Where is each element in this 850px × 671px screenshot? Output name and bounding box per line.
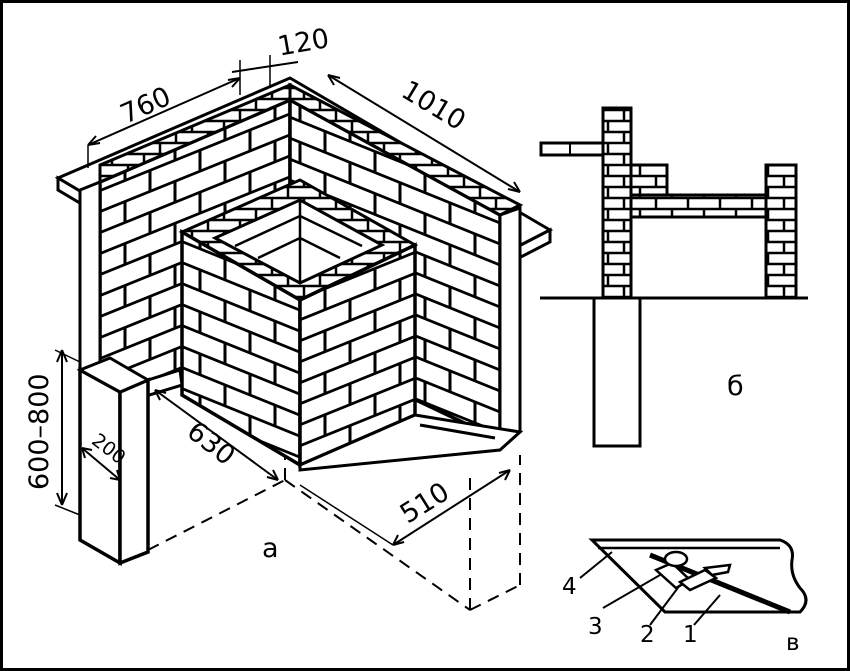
- section-right-column: [764, 163, 798, 300]
- callout-1: 1: [683, 622, 698, 648]
- dim-630: [154, 389, 279, 481]
- dim-600-800: [54, 349, 81, 516]
- dim-1010: [327, 74, 521, 193]
- panel-label-a: а: [262, 533, 279, 564]
- hidden-foundation-lines: [147, 455, 521, 611]
- callout-4: 4: [562, 574, 577, 600]
- callout-3: 3: [588, 614, 603, 640]
- panel-a-brick-corner: 760 120 1010 630 510: [24, 23, 554, 611]
- section-left-column: [601, 106, 633, 300]
- panel-b-section: б: [539, 106, 808, 448]
- dim-600-800-label: 600–800: [24, 373, 55, 490]
- callout-2: 2: [640, 622, 655, 648]
- dim-760: [87, 77, 241, 168]
- panel-label-v: в: [786, 630, 800, 656]
- section-foundation: [592, 296, 642, 448]
- dim-510: [299, 469, 511, 546]
- dim-120: [231, 55, 299, 95]
- section-beam: [629, 193, 768, 219]
- panel-label-b: б: [727, 371, 744, 402]
- panel-v-anchor-detail: 4 3 2 1 в: [562, 538, 808, 656]
- dim-200: [81, 447, 121, 481]
